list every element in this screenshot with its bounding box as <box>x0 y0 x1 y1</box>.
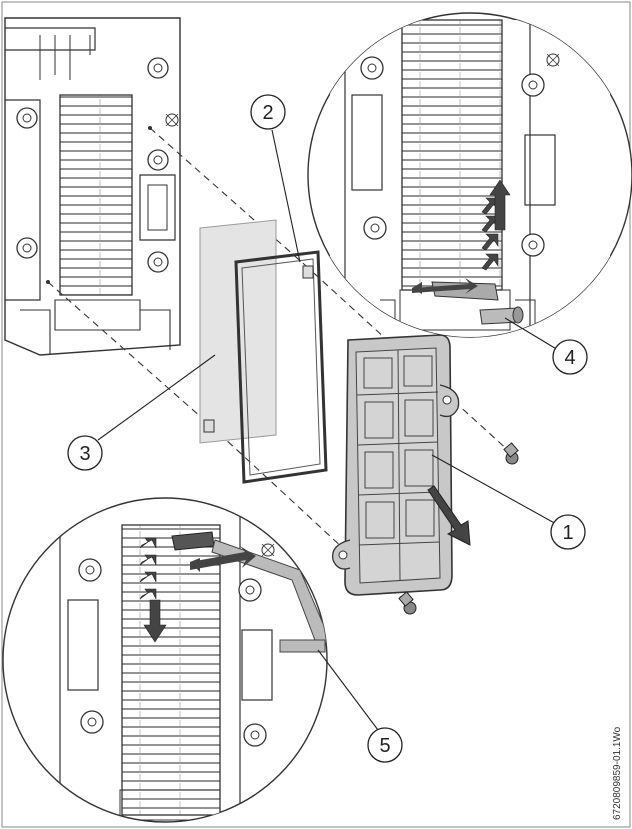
cover-plate <box>331 334 471 596</box>
callout-1: 1 <box>550 514 586 550</box>
callout-label: 4 <box>564 347 575 369</box>
gasket-frame <box>203 250 328 484</box>
bolt-hole <box>16 107 38 129</box>
bolt-hole <box>147 57 169 79</box>
callout-label: 2 <box>262 102 273 124</box>
bolt-hole <box>147 251 169 273</box>
callout-3: 3 <box>67 435 103 471</box>
appliance-panel <box>4 17 181 356</box>
callout-2: 2 <box>250 94 286 130</box>
air-grille <box>59 94 133 296</box>
callout-4: 4 <box>552 339 588 375</box>
screw-icon <box>546 53 560 67</box>
callout-label: 3 <box>79 443 90 465</box>
screw-icon <box>503 442 519 465</box>
leader-lines <box>97 129 559 731</box>
bolt-hole <box>147 149 169 171</box>
callout-label: 1 <box>562 522 573 544</box>
screw-icon <box>165 113 179 127</box>
removal-arrow-icon <box>427 485 471 546</box>
figure-code: 6720809859-01.1Wo <box>612 726 623 820</box>
detail-circle-top <box>307 12 632 338</box>
bolt-hole <box>16 237 38 259</box>
detail-circle-bottom <box>2 497 328 823</box>
screw-icon <box>398 591 417 615</box>
callout-label: 5 <box>379 735 390 757</box>
screw-icon <box>261 543 275 557</box>
callout-5: 5 <box>367 727 403 763</box>
